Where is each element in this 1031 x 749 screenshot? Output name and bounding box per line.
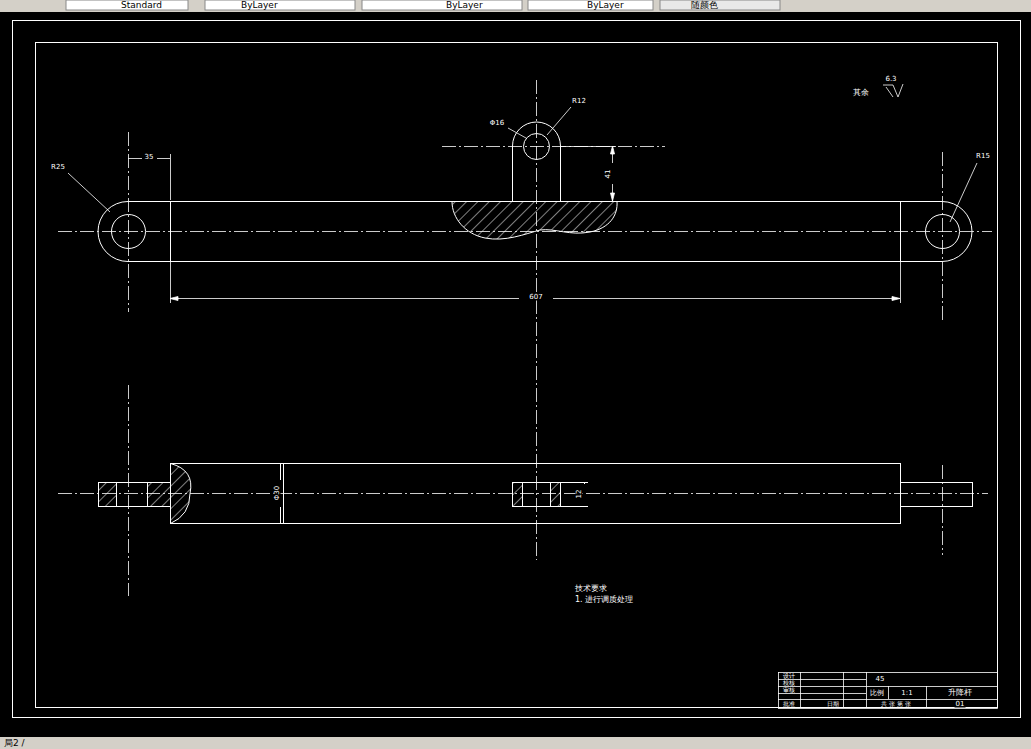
- title-cell: 设计: [782, 673, 796, 679]
- title-cell: 审核: [782, 687, 796, 693]
- note-text: 1. 进行调质处理: [574, 596, 634, 604]
- roughness-value: 6.3: [884, 76, 897, 83]
- layout-tabs: [0, 737, 1031, 749]
- title-cell: 日期: [826, 701, 840, 707]
- toolbar-text: ByLayer: [240, 1, 279, 10]
- note-heading: 技术要求: [574, 585, 608, 593]
- title-cell: 比例: [869, 690, 885, 697]
- title-block: [778, 672, 998, 709]
- toolbar-text: 随颜色: [690, 1, 719, 10]
- dimension: 35: [144, 154, 155, 161]
- title-cell: 升降杆: [947, 689, 973, 697]
- toolbar-text: ByLayer: [586, 1, 625, 10]
- title-cell: 1:1: [900, 690, 913, 697]
- frame: [13, 21, 1021, 718]
- dimension: 41: [605, 169, 612, 180]
- radius-dimension: R15: [975, 153, 991, 160]
- radius-dimension: R25: [50, 164, 66, 171]
- dimension: 607: [528, 294, 543, 301]
- front-view: [99, 463, 973, 524]
- title-cell: 校核: [782, 680, 796, 686]
- centerlines: [58, 80, 992, 596]
- title-cell: 批准: [782, 701, 796, 707]
- toolbar: [0, 0, 1031, 12]
- dimensions: [68, 84, 977, 303]
- roughness-note: 其余: [852, 89, 870, 97]
- title-cell: 45: [875, 676, 886, 683]
- toolbar-text: ByLayer: [445, 1, 484, 10]
- layout-tab: 局2 /: [3, 739, 26, 748]
- dimension: 12: [576, 489, 583, 500]
- radius-dimension: R12: [571, 98, 587, 105]
- title-cell: 共 张 第 张: [880, 701, 912, 707]
- diameter-dimension: Φ30: [274, 485, 281, 501]
- toolbar-text: Standard: [120, 1, 163, 10]
- top-view: [98, 122, 972, 262]
- title-cell: 01: [955, 701, 966, 708]
- diameter-dimension: Φ16: [489, 120, 505, 127]
